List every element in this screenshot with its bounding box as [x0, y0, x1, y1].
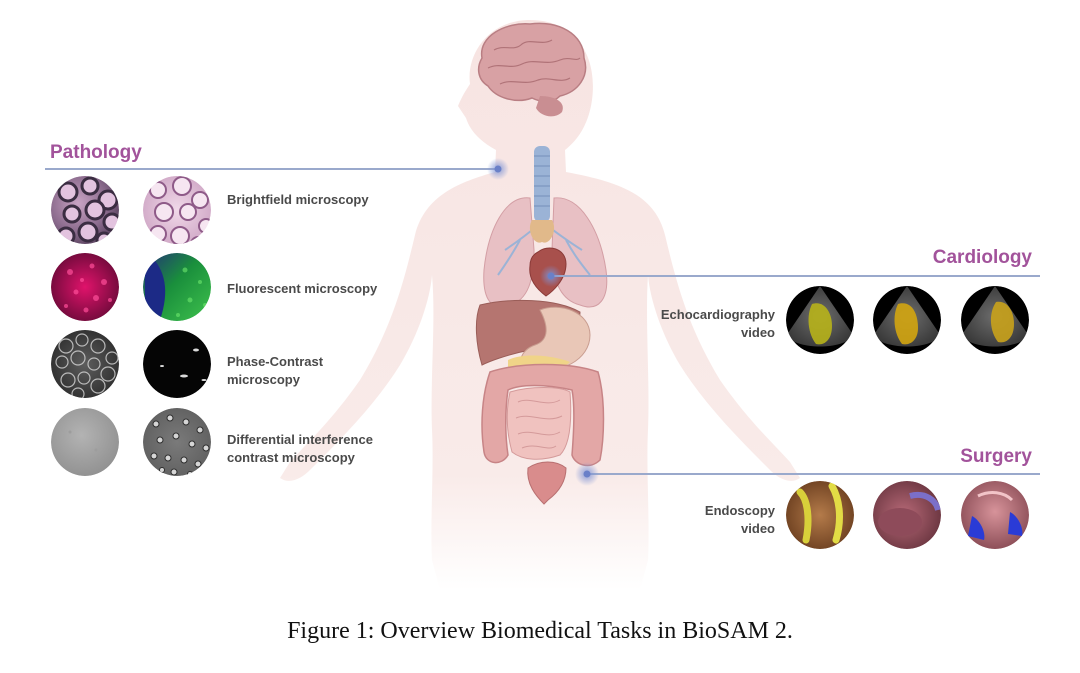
left-lung: [483, 197, 535, 308]
phase-contrast-label: Phase-Contrast microscopy: [227, 353, 323, 389]
cardiology-title: Cardiology: [932, 247, 1032, 268]
echocardiography-label: Echocardiography video: [661, 306, 775, 342]
endoscopy-thumb-3: [961, 481, 1029, 549]
bladder-uterus: [527, 461, 567, 505]
bronchi: [497, 221, 591, 276]
pathology-title: Pathology: [50, 142, 142, 163]
intestine-coils: [515, 399, 563, 449]
phase-contrast-label-line-2: microscopy: [227, 372, 300, 387]
brightfield-thumb-1: [51, 176, 119, 244]
echo-thumb-3: [961, 286, 1029, 354]
dic-thumb-2: [143, 408, 211, 476]
dic-label: Differential interference contrast micro…: [227, 431, 373, 467]
echo-thumb-1: [786, 286, 854, 354]
fluorescent-thumb-1: [51, 253, 119, 321]
endoscopy-label-line-1: Endoscopy: [704, 503, 775, 518]
endoscopy-thumb-2: [873, 481, 941, 549]
connectors: [45, 158, 1040, 486]
endoscopy-thumb-1: [786, 481, 854, 549]
dic-label-line-2: contrast microscopy: [227, 450, 355, 465]
phase-contrast-thumb-2: [143, 330, 211, 398]
endoscopy-label-line-2: video: [741, 521, 775, 536]
thyroid: [529, 220, 555, 243]
dic-thumb-1: [51, 408, 119, 476]
fluorescent-thumb-2: [143, 253, 211, 321]
brightfield-thumb-2: [143, 176, 211, 244]
brain: [477, 22, 587, 103]
phase-contrast-label-line-1: Phase-Contrast: [227, 354, 324, 369]
phase-contrast-thumb-1: [51, 330, 119, 398]
dic-label-line-1: Differential interference: [227, 432, 373, 447]
figure-caption: Figure 1: Overview Biomedical Tasks in B…: [287, 618, 793, 644]
surgery-title: Surgery: [960, 446, 1032, 467]
large-intestine: [481, 363, 605, 467]
echocardiography-label-line-2: video: [741, 325, 775, 340]
trachea: [534, 146, 550, 222]
brightfield-label: Brightfield microscopy: [227, 191, 369, 209]
brightfield-label-line: Brightfield microscopy: [227, 192, 369, 207]
echocardiography-label-line-1: Echocardiography: [660, 307, 775, 322]
small-intestine: [506, 387, 572, 460]
trachea-rings: [534, 155, 550, 207]
fluorescent-label: Fluorescent microscopy: [227, 280, 377, 298]
cerebellum: [536, 96, 563, 117]
brain-folds: [487, 39, 581, 85]
fluorescent-label-line: Fluorescent microscopy: [227, 281, 378, 296]
echo-thumb-2: [873, 286, 941, 354]
endoscopy-label: Endoscopy video: [705, 502, 775, 538]
